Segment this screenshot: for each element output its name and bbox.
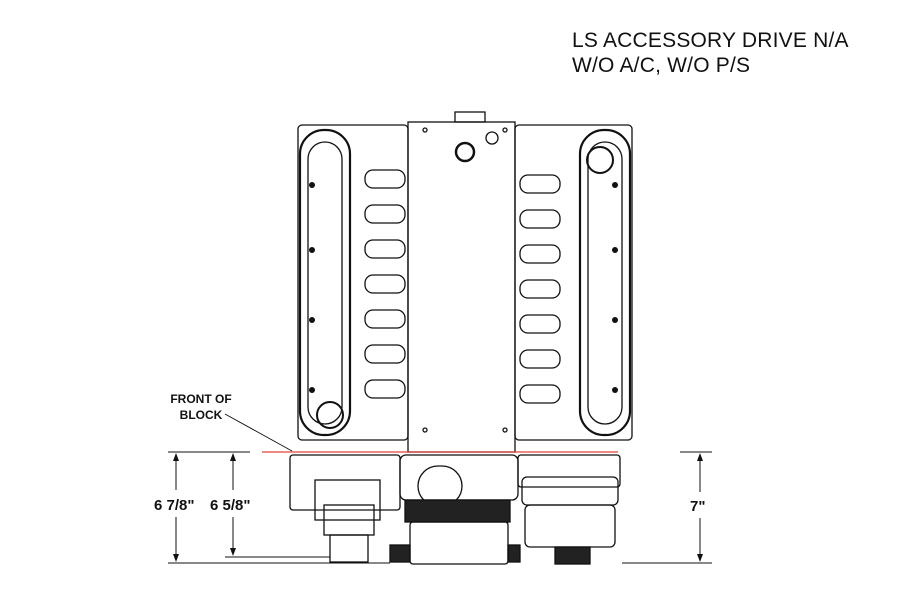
callout-line-1: FRONT OF <box>170 392 232 406</box>
callout-leader <box>224 413 293 452</box>
dimension-right: 7" <box>690 498 706 515</box>
engine-block <box>297 111 633 453</box>
right-ports <box>519 174 561 404</box>
dimension-lines <box>168 451 712 564</box>
dimension-inner-left: 6 5/8" <box>210 497 251 514</box>
dimension-outer-left: 6 7/8" <box>154 497 195 514</box>
title-line-2: W/O A/C, W/O P/S <box>572 54 751 77</box>
alternator <box>517 454 621 565</box>
crank-pulley <box>389 454 521 565</box>
title-line-1: LS ACCESSORY DRIVE N/A <box>572 29 849 52</box>
left-ports <box>364 169 406 399</box>
water-pump <box>289 454 401 563</box>
drawing-title: LS ACCESSORY DRIVE N/A W/O A/C, W/O P/S <box>572 28 849 78</box>
front-of-block-callout: FRONT OF BLOCK <box>166 391 236 423</box>
callout-line-2: BLOCK <box>179 408 223 422</box>
